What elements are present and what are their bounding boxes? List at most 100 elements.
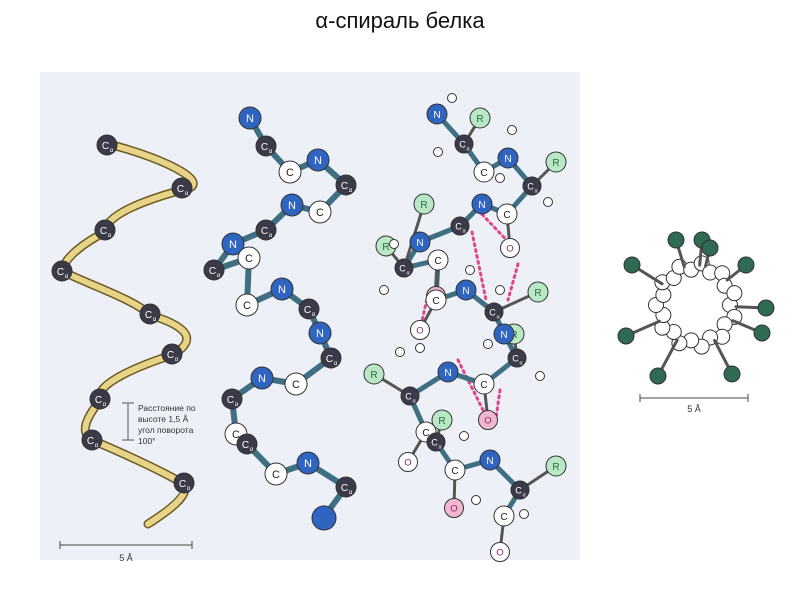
c-atom-backbone-3-shape bbox=[278, 160, 302, 184]
n-atom-full-7-label: N bbox=[478, 200, 485, 211]
scale-bar-right: 5 Å bbox=[639, 394, 749, 414]
ca-atom-backbone-8-shape bbox=[255, 219, 277, 241]
h-atom-6 bbox=[389, 239, 399, 249]
h-atom-1-shape bbox=[433, 147, 443, 157]
ca-atom-backbone-16-shape bbox=[320, 347, 342, 369]
c-atom-full-3: C bbox=[473, 161, 495, 183]
h-atom-10-shape bbox=[535, 371, 545, 381]
n-atom-full-7: N bbox=[471, 193, 493, 215]
scale-bar-left: 5 Å bbox=[59, 541, 193, 563]
o-atom-7-label: O bbox=[496, 548, 503, 559]
n-atom-full-4-label: N bbox=[504, 154, 511, 165]
side-chain-top-5-shape bbox=[757, 299, 775, 317]
ca-atom-backbone-5-subscript: α bbox=[349, 188, 353, 194]
ca-atom-ribbon-7-subscript: α bbox=[103, 402, 107, 408]
n-atom-backbone-15-label: N bbox=[316, 328, 324, 340]
ca-atom-ribbon-3-shape bbox=[94, 219, 116, 241]
h-atom-2-shape bbox=[447, 93, 457, 103]
side-chain-top-3-shape bbox=[623, 256, 641, 274]
ca-atom-ribbon-4-label: C bbox=[57, 267, 64, 278]
h-atom-16 bbox=[415, 343, 425, 353]
ca-atom-ribbon-1-subscript: α bbox=[110, 148, 114, 154]
ca-atom-backbone-24-subscript: α bbox=[349, 490, 353, 496]
ca-atom-full-8-shape bbox=[450, 216, 470, 236]
ca-atom-backbone-16-label: C bbox=[326, 354, 333, 365]
r-group-1: R bbox=[469, 107, 491, 129]
ribbon-strand bbox=[60, 142, 197, 527]
ca-atom-backbone-16-subscript: α bbox=[334, 361, 338, 367]
h-atom-10 bbox=[535, 371, 545, 381]
r-group-9: R bbox=[545, 455, 567, 477]
ca-atom-ribbon-3-subscript: α bbox=[108, 233, 112, 239]
n-atom-full-1-label: N bbox=[433, 110, 440, 121]
r-group-1-label: R bbox=[476, 114, 483, 125]
hydrogen-bond bbox=[494, 388, 502, 420]
ca-atom-backbone-10-label: C bbox=[209, 266, 216, 277]
n-atom-full-1-shape bbox=[426, 103, 448, 125]
side-chain-top-7-shape bbox=[617, 327, 635, 345]
n-atom-full-23: N bbox=[479, 449, 501, 471]
r-group-2: R bbox=[545, 151, 567, 173]
ca-atom-backbone-10-subscript: α bbox=[217, 273, 221, 279]
n-atom-backbone-15-shape bbox=[308, 321, 332, 345]
n-atom-backbone-18-shape bbox=[250, 366, 274, 390]
h-atom-14-shape bbox=[519, 509, 529, 519]
c-atom-backbone-6: C bbox=[308, 200, 332, 224]
n-atom-backbone-23-label: N bbox=[304, 458, 312, 470]
h-atom-12 bbox=[459, 431, 469, 441]
c-atom-full-25-label: C bbox=[500, 512, 507, 523]
o-atom-3: O bbox=[410, 320, 430, 340]
r-group-1-shape bbox=[469, 107, 491, 129]
side-chain-top-10-shape bbox=[701, 239, 719, 257]
c-atom-full-12-shape bbox=[425, 289, 447, 311]
ca-atom-full-2-shape bbox=[454, 134, 474, 154]
ca-atom-full-16-shape bbox=[507, 348, 527, 368]
h-atom-1 bbox=[433, 147, 443, 157]
n-atom-full-15: N bbox=[493, 323, 515, 345]
n-atom-backbone-7: N bbox=[280, 193, 304, 217]
h-atom-4-shape bbox=[543, 197, 553, 207]
ca-atom-backbone-5-label: C bbox=[341, 181, 348, 192]
ca-atom-ribbon-9-subscript: α bbox=[187, 486, 191, 492]
ca-atom-ribbon-1-label: C bbox=[102, 141, 109, 152]
r-group-7: R bbox=[363, 363, 385, 385]
r-group-9-label: R bbox=[552, 462, 559, 473]
ca-atom-full-19-subscript: α bbox=[412, 398, 415, 404]
n-atom-full-13: N bbox=[455, 279, 477, 301]
h-atom-9-shape bbox=[483, 339, 493, 349]
n-atom-backbone-9: N bbox=[221, 232, 245, 256]
c-atom-backbone-6-label: C bbox=[316, 207, 324, 219]
n-atom-full-13-label: N bbox=[462, 286, 469, 297]
n-atom-full-7-shape bbox=[471, 193, 493, 215]
c-atom-backbone-17: C bbox=[284, 372, 308, 396]
ca-atom-ribbon-7-label: C bbox=[95, 395, 102, 406]
ca-atom-full-5-shape bbox=[522, 176, 542, 196]
side-chain-top-10 bbox=[701, 239, 719, 257]
n-atom-full-23-shape bbox=[479, 449, 501, 471]
c-atom-backbone-12-label: C bbox=[243, 300, 251, 312]
r-group-9-shape bbox=[545, 455, 567, 477]
n-atom-backbone-4-shape bbox=[306, 148, 330, 172]
ca-atom-full-16-subscript: α bbox=[519, 360, 522, 366]
full-atom-helix-model: RRRRRRRRROOOOOOONCαCNCαCNCαNCαCCNCαNCαCN… bbox=[363, 93, 567, 562]
r-group-8-shape bbox=[431, 409, 453, 431]
o-atom-3-label: O bbox=[416, 326, 423, 337]
o-atom-5-label: O bbox=[404, 458, 411, 469]
ca-atom-ribbon-1-shape bbox=[96, 134, 118, 156]
ca-atom-backbone-2-shape bbox=[255, 135, 277, 157]
n-atom-full-9-shape bbox=[409, 231, 431, 253]
c-atom-backbone-22-label: C bbox=[272, 469, 280, 481]
c-atom-full-6: C bbox=[496, 203, 518, 225]
c-atom-full-22-label: C bbox=[451, 466, 458, 477]
ca-atom-ribbon-8-shape bbox=[81, 429, 103, 451]
r-group-2-shape bbox=[545, 151, 567, 173]
